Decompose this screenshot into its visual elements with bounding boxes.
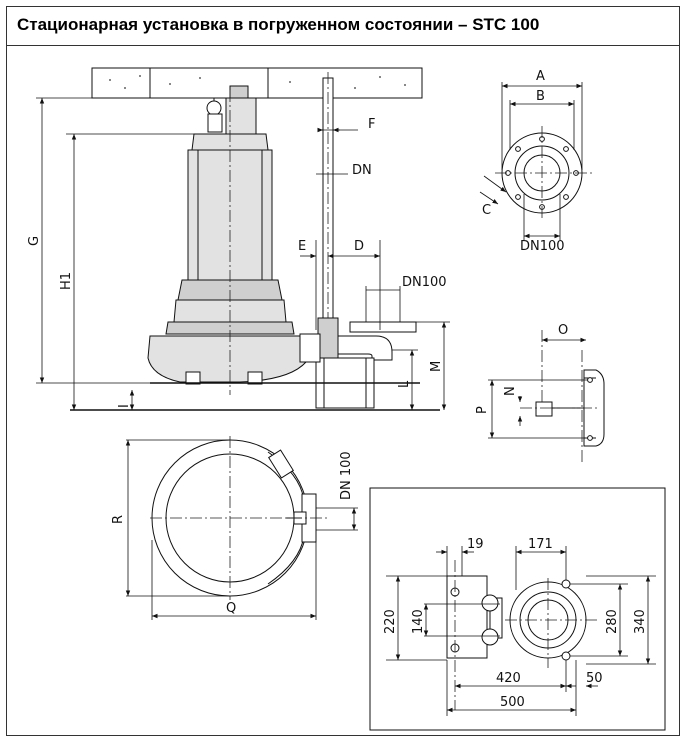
label-n: N — [503, 386, 518, 396]
page-title: Стационарная установка в погруженном сос… — [6, 6, 680, 46]
label-dn100-side: DN100 — [402, 275, 447, 290]
label-i: I — [117, 404, 132, 408]
dim-19: 19 — [467, 537, 484, 552]
label-e: E — [298, 239, 306, 254]
dim-171: 171 — [528, 537, 553, 552]
label-dn: DN — [352, 163, 372, 178]
label-c: C — [482, 203, 491, 218]
side-view: G H1 I F DN E D DN100 L M — [27, 67, 450, 411]
dim-500: 500 — [500, 695, 525, 710]
label-d: D — [354, 239, 364, 254]
label-q: Q — [226, 601, 236, 616]
dim-50: 50 — [586, 671, 603, 686]
dim-340: 340 — [633, 609, 648, 634]
label-f: F — [368, 117, 375, 132]
flange-view: A B C DN100 — [479, 69, 592, 254]
top-view: R Q DN 100 — [111, 436, 358, 620]
dim-280: 280 — [605, 609, 620, 634]
bracket-view: O N P — [475, 323, 605, 462]
label-p: P — [475, 406, 490, 414]
foundation-detail: 19 171 220 140 280 340 420 50 — [369, 487, 666, 731]
label-o: O — [558, 323, 568, 338]
label-r: R — [111, 515, 126, 524]
label-dn100-top: DN 100 — [339, 451, 354, 500]
label-dn100-flange: DN100 — [520, 239, 565, 254]
label-l: L — [397, 380, 412, 388]
dim-220: 220 — [383, 609, 398, 634]
dim-140: 140 — [411, 609, 426, 634]
dim-420: 420 — [496, 671, 521, 686]
label-h1: H1 — [59, 272, 74, 290]
label-a: A — [536, 69, 545, 84]
label-b: B — [536, 89, 545, 104]
label-g: G — [27, 236, 42, 246]
label-m: M — [429, 361, 444, 372]
